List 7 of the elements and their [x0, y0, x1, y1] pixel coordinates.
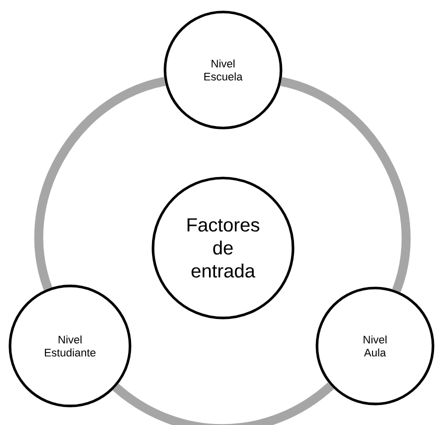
ring-arc	[34, 76, 166, 290]
ring-arc	[112, 382, 334, 425]
circle-node: Nivel Estudiante	[8, 284, 132, 408]
ring-arc	[280, 77, 410, 292]
circle-node: Nivel Escuela	[164, 10, 282, 130]
circle-node: Factores de entrada	[152, 176, 294, 320]
circle-node: Nivel Aula	[316, 286, 434, 406]
